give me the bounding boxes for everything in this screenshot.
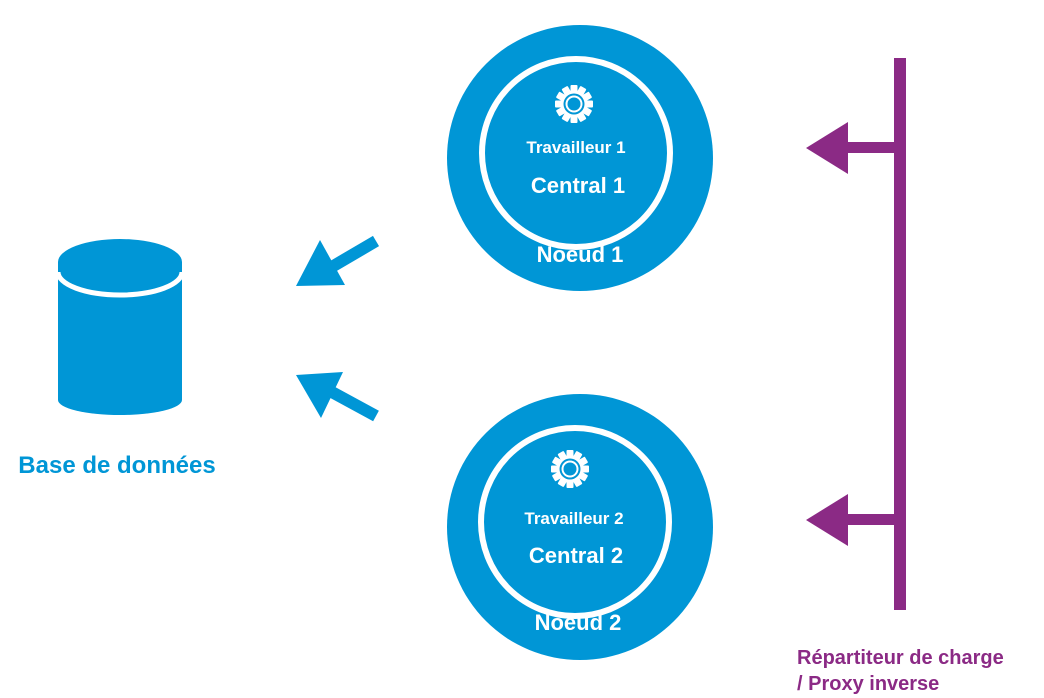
arrow-balancer-to-node2 [806,494,898,546]
node-2-central-label: Central 2 [529,543,623,568]
load-balancer-label-line2: / Proxy inverse [797,673,939,695]
node-2-inner-ring [478,425,672,619]
node-2: Travailleur 2 Central 2 Noeud 2 [447,394,713,660]
node-1-label: Noeud 1 [537,242,624,267]
node-1-central-label: Central 1 [531,173,625,198]
node-1-inner-ring [479,56,673,250]
arrow-node2-to-database [296,372,379,422]
node-1: Travailleur 1 Central 1 Noeud 1 [447,25,713,291]
arrow-balancer-to-node1 [806,122,898,174]
node-2-worker-label: Travailleur 2 [524,509,623,528]
arrow-node1-to-database [296,235,380,286]
load-balancer-bus [806,58,906,610]
load-balancer-label-line1: Répartiteur de charge [797,647,1004,669]
load-balancer-vertical-bar [894,58,906,610]
node-2-label: Noeud 2 [535,610,622,635]
database-cylinder-icon [55,239,185,415]
database-label: Base de données [18,452,215,479]
node-1-worker-label: Travailleur 1 [526,138,625,157]
